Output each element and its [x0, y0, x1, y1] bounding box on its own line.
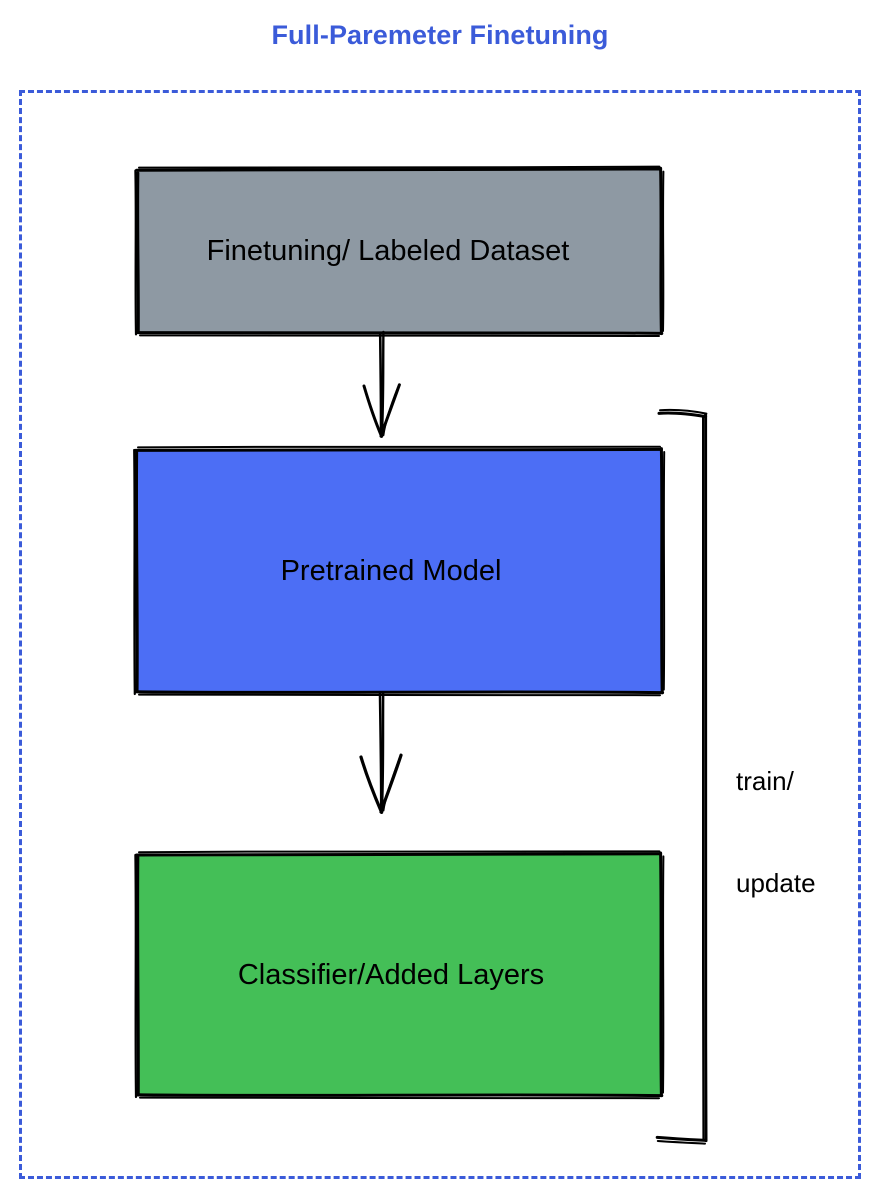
diagram-boundary-frame	[19, 90, 861, 1179]
feedback-label-line-2: update	[736, 868, 816, 898]
node-dataset-label: Finetuning/ Labeled Dataset	[206, 235, 570, 267]
feedback-loop-label: train/ update	[736, 696, 816, 968]
node-finetuning-labeled-dataset[interactable]: Finetuning/ Labeled Dataset	[134, 165, 665, 337]
node-classifier-label: Classifier/Added Layers	[237, 958, 545, 991]
node-pretrained-label: Pretrained Model	[280, 554, 502, 587]
node-classifier-added-layers[interactable]: Classifier/Added Layers	[134, 850, 665, 1100]
feedback-label-line-1: train/	[736, 766, 794, 796]
page-title: Full-Paremeter Finetuning	[271, 20, 609, 50]
node-pretrained-model[interactable]: Pretrained Model	[133, 445, 666, 697]
